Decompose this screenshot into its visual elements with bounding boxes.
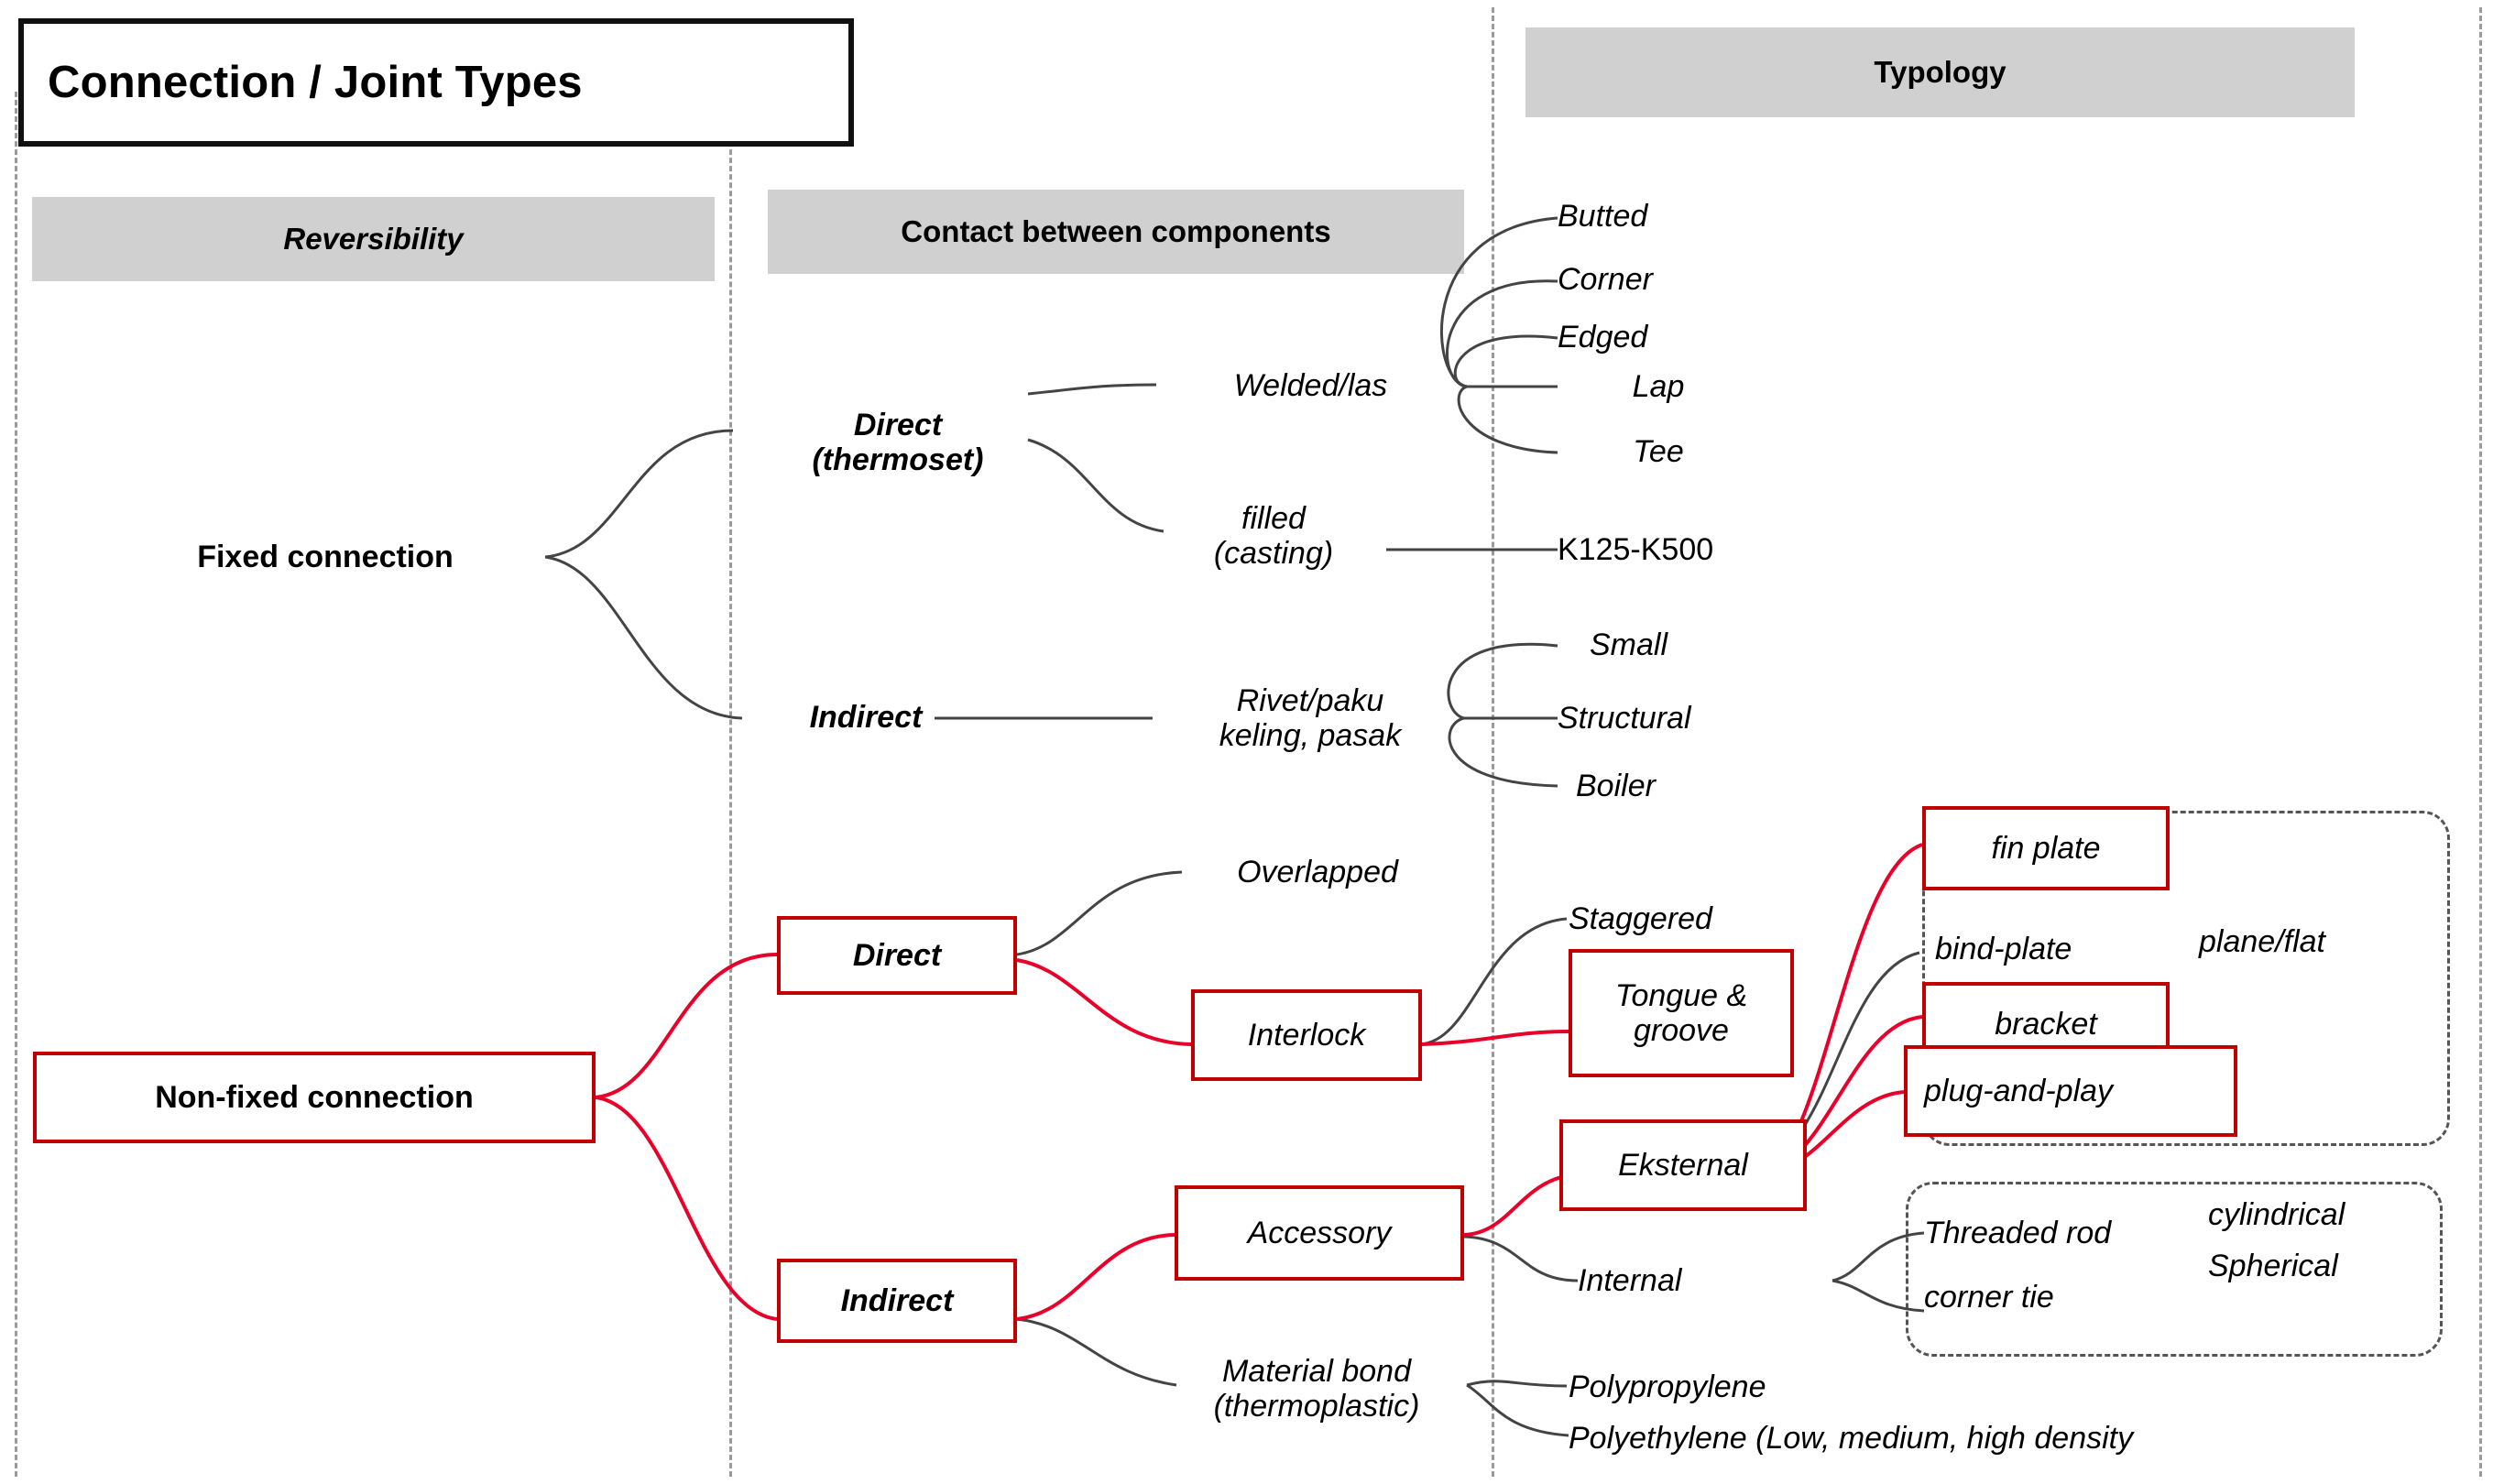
node-polyethylene-label: Polyethylene (Low, medium, high density — [1569, 1420, 2134, 1456]
node-internal[interactable]: Internal — [1578, 1255, 1816, 1306]
node-indirect-nonfixed-label: Indirect — [840, 1282, 954, 1318]
node-structural-label: Structural — [1558, 700, 1691, 736]
node-indirect-nonfixed[interactable]: Indirect — [777, 1259, 1017, 1343]
node-k125-k500[interactable]: K125-K500 — [1558, 524, 1842, 575]
node-plane-flat: plane/flat — [2199, 916, 2446, 967]
column-header-reversibility: Reversibility — [32, 197, 715, 281]
node-tee-label: Tee — [1633, 433, 1684, 469]
node-non-fixed-connection[interactable]: Non-fixed connection — [33, 1052, 596, 1143]
node-rivet-label: Rivet/paku keling, pasak — [1219, 682, 1402, 753]
column-header-contact: Contact between components — [768, 190, 1464, 274]
node-k125-k500-label: K125-K500 — [1558, 531, 1714, 567]
node-small-label: Small — [1590, 627, 1668, 662]
node-fin-plate[interactable]: fin plate — [1922, 806, 2170, 890]
node-rivet[interactable]: Rivet/paku keling, pasak — [1150, 667, 1471, 769]
node-filled-casting[interactable]: filled (casting) — [1159, 486, 1388, 586]
node-polypropylene-label: Polypropylene — [1569, 1369, 1766, 1404]
node-interlock[interactable]: Interlock — [1191, 989, 1422, 1081]
node-direct-thermoset-label: Direct (thermoset) — [812, 407, 984, 477]
node-polyethylene[interactable]: Polyethylene (Low, medium, high density — [1569, 1413, 2476, 1464]
node-fixed-connection[interactable]: Fixed connection — [110, 527, 541, 587]
node-direct-nonfixed-label: Direct — [852, 937, 942, 973]
node-edged-label: Edged — [1558, 319, 1648, 355]
column-header-typology: Typology — [1525, 27, 2355, 117]
node-polypropylene[interactable]: Polypropylene — [1569, 1361, 1880, 1413]
column-divider-far-right — [2479, 7, 2482, 1477]
node-plug-and-play[interactable]: plug-and-play — [1904, 1045, 2237, 1137]
node-corner-label: Corner — [1558, 261, 1653, 297]
node-bracket-label: bracket — [1995, 1006, 2097, 1042]
node-threaded-rod-label: Threaded rod — [1924, 1215, 2112, 1250]
node-cylindrical: cylindrical — [2208, 1191, 2465, 1238]
node-boiler-label: Boiler — [1576, 768, 1656, 803]
node-spherical: Spherical — [2208, 1242, 2465, 1290]
node-direct-nonfixed[interactable]: Direct — [777, 916, 1017, 995]
column-header-typology-label: Typology — [1874, 55, 2006, 89]
node-threaded-rod[interactable]: Threaded rod — [1924, 1207, 2199, 1259]
node-fin-plate-label: fin plate — [1991, 830, 2101, 866]
node-accessory[interactable]: Accessory — [1175, 1185, 1464, 1281]
node-plug-and-play-label: plug-and-play — [1924, 1073, 2114, 1108]
node-non-fixed-connection-label: Non-fixed connection — [155, 1079, 474, 1115]
node-indirect-fixed-label: Indirect — [809, 699, 923, 735]
column-divider-left — [15, 92, 17, 1477]
node-staggered-label: Staggered — [1569, 900, 1712, 936]
node-butted-label: Butted — [1558, 198, 1648, 234]
node-butted[interactable]: Butted — [1558, 191, 1759, 242]
column-header-contact-label: Contact between components — [901, 214, 1331, 248]
node-edged[interactable]: Edged — [1558, 311, 1759, 363]
node-filled-casting-label: filled (casting) — [1213, 500, 1334, 571]
node-eksternal-label: Eksternal — [1618, 1147, 1748, 1183]
node-lap[interactable]: Lap — [1558, 361, 1759, 412]
page-title: Connection / Joint Types — [18, 18, 854, 147]
node-welded-label: Welded/las — [1233, 367, 1388, 403]
node-corner[interactable]: Corner — [1558, 254, 1759, 305]
node-cylindrical-label: cylindrical — [2208, 1196, 2345, 1232]
node-material-bond-label: Material bond (thermoplastic) — [1213, 1353, 1420, 1424]
node-overlapped[interactable]: Overlapped — [1180, 843, 1455, 901]
node-staggered[interactable]: Staggered — [1569, 893, 1834, 944]
node-eksternal[interactable]: Eksternal — [1559, 1119, 1807, 1211]
node-small[interactable]: Small — [1590, 619, 1800, 671]
node-welded[interactable]: Welded/las — [1153, 355, 1469, 416]
node-tongue-groove-label: Tongue & groove — [1614, 977, 1748, 1048]
node-lap-label: Lap — [1632, 368, 1685, 404]
column-header-reversibility-label: Reversibility — [283, 222, 464, 256]
node-fixed-connection-label: Fixed connection — [197, 539, 454, 574]
node-tongue-groove[interactable]: Tongue & groove — [1569, 949, 1794, 1077]
node-tee[interactable]: Tee — [1558, 426, 1759, 477]
node-structural[interactable]: Structural — [1558, 693, 1823, 744]
column-divider-mid — [729, 92, 732, 1477]
node-spherical-label: Spherical — [2208, 1248, 2338, 1283]
node-interlock-label: Interlock — [1247, 1017, 1366, 1053]
node-plane-flat-label: plane/flat — [2199, 923, 2325, 959]
node-corner-tie-label: corner tie — [1924, 1279, 2054, 1315]
node-accessory-label: Accessory — [1247, 1215, 1392, 1250]
column-divider-right — [1492, 7, 1494, 1477]
node-boiler[interactable]: Boiler — [1576, 760, 1805, 812]
page-title-text: Connection / Joint Types — [48, 58, 583, 107]
node-direct-thermoset[interactable]: Direct (thermoset) — [760, 392, 1035, 493]
group-box-plane-flat — [1922, 811, 2450, 1146]
node-bind-plate-label: bind-plate — [1935, 931, 2072, 966]
node-indirect-fixed[interactable]: Indirect — [774, 689, 957, 746]
node-bind-plate[interactable]: bind-plate — [1935, 923, 2210, 975]
node-overlapped-label: Overlapped — [1237, 854, 1398, 889]
node-material-bond[interactable]: Material bond (thermoplastic) — [1165, 1337, 1468, 1440]
node-internal-label: Internal — [1578, 1262, 1682, 1298]
node-corner-tie[interactable]: corner tie — [1924, 1271, 2199, 1323]
